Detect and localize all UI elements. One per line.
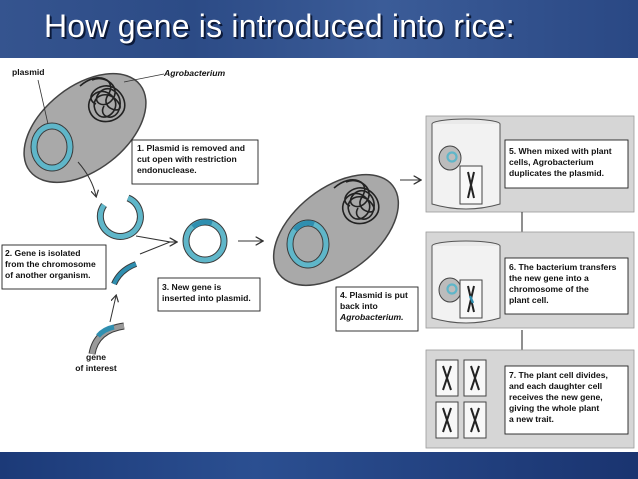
step-4-line-1: 4. Plasmid is put bbox=[340, 290, 408, 300]
agrobacterium-leader-line bbox=[123, 73, 165, 83]
slide-title: How gene is introduced into rice: bbox=[44, 8, 515, 44]
step-6-line-4: plant cell. bbox=[509, 295, 549, 305]
step-4-box: 4. Plasmid is put back into Agrobacteriu… bbox=[335, 286, 419, 332]
gene-of-interest-label-line-2: of interest bbox=[75, 363, 117, 373]
step-5-line-3: duplicates the plasmid. bbox=[509, 168, 604, 178]
plasmid-ring bbox=[30, 122, 74, 172]
step-6-line-3: chromosome of the bbox=[509, 284, 589, 294]
step-7-line-3: receives the new gene, bbox=[509, 392, 603, 402]
isolated-gene-segment bbox=[112, 262, 137, 285]
chromosome-tangle bbox=[79, 77, 126, 123]
step-7-panel: 7. The plant cell divides, and each daug… bbox=[425, 349, 635, 449]
step-2-box: 2. Gene is isolated from the chromosome … bbox=[1, 244, 107, 290]
step-6-panel: 6. The bacterium transfers the new gene … bbox=[425, 231, 635, 329]
dividing-plant-cells bbox=[435, 359, 487, 439]
agrobacterium-label: Agrobacterium bbox=[163, 68, 225, 78]
step-6-line-2: the new gene into a bbox=[509, 273, 589, 283]
step-3-line-2: inserted into plasmid. bbox=[162, 293, 251, 303]
step-7-line-1: 7. The plant cell divides, bbox=[509, 370, 608, 380]
plasmid-ring-2 bbox=[286, 219, 330, 269]
step-4-line-2: back into bbox=[340, 301, 378, 311]
step-5-line-2: cells, Agrobacterium bbox=[509, 157, 594, 167]
gene-of-interest-label-line-1: gene bbox=[86, 352, 106, 362]
step-2-line-1: 2. Gene is isolated bbox=[5, 248, 80, 258]
agrobacterium-cell-original bbox=[23, 72, 147, 184]
step-3-box: 3. New gene is inserted into plasmid. bbox=[157, 277, 261, 312]
step-1-line-1: 1. Plasmid is removed and bbox=[137, 143, 245, 153]
beaker-6 bbox=[431, 240, 501, 324]
step-5-line-1: 5. When mixed with plant bbox=[509, 146, 612, 156]
step-2-line-2: from the chromosome bbox=[5, 259, 96, 269]
arrow-combine bbox=[135, 235, 172, 255]
donor-chromosome bbox=[88, 322, 125, 355]
beaker-5 bbox=[431, 118, 501, 210]
agrobacterium-cell-recombinant bbox=[272, 173, 400, 287]
step-4-line-3: Agrobacterium. bbox=[339, 312, 404, 322]
step-1-line-2: cut open with restriction bbox=[137, 154, 237, 164]
step-7-line-5: a new trait. bbox=[509, 414, 554, 424]
chromosome-tangle-2 bbox=[333, 179, 380, 225]
plasmid-label: plasmid bbox=[12, 67, 44, 77]
cut-plasmid bbox=[96, 194, 144, 240]
step-7-line-4: giving the whole plant bbox=[509, 403, 599, 413]
step-1-box: 1. Plasmid is removed and cut open with … bbox=[131, 139, 259, 185]
plasmid-leader-line bbox=[37, 79, 49, 125]
recombinant-plasmid bbox=[182, 218, 228, 264]
step-7-line-2: and each daughter cell bbox=[509, 381, 602, 391]
title-bar bbox=[0, 0, 638, 58]
step-5-panel: 5. When mixed with plant cells, Agrobact… bbox=[425, 115, 635, 213]
step-1-line-3: endonuclease. bbox=[137, 165, 197, 175]
footer-bar bbox=[0, 452, 638, 479]
step-3-line-1: 3. New gene is bbox=[162, 282, 221, 292]
arrow-isolate-gene bbox=[109, 296, 116, 323]
arrow-remove-plasmid bbox=[77, 161, 96, 196]
step-2-line-3: of another organism. bbox=[5, 270, 90, 280]
step-6-line-1: 6. The bacterium transfers bbox=[509, 262, 617, 272]
